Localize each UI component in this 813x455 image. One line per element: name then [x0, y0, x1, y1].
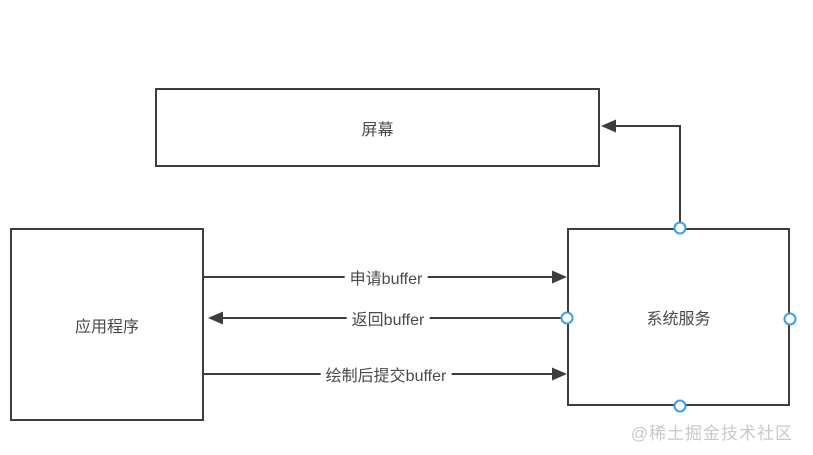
node-system-service-label: 系统服务 — [646, 311, 711, 328]
arrowhead-left-icon — [601, 119, 616, 133]
edge-label-commit-buffer[interactable]: 绘制后提交buffer — [320, 362, 452, 386]
node-application-label: 应用程序 — [74, 318, 139, 336]
arrowhead-right-icon — [552, 270, 567, 284]
arrowhead-left-icon — [208, 311, 223, 325]
connection-point-left-icon[interactable] — [560, 311, 574, 325]
arrowhead-right-icon — [552, 367, 567, 381]
edge-label-return-buffer[interactable]: 返回buffer — [346, 306, 430, 330]
watermark: @稀土掘金技术社区 — [630, 424, 793, 443]
node-screen[interactable]: 屏幕 — [155, 88, 600, 167]
edge-label-request-buffer[interactable]: 申请buffer — [344, 265, 428, 289]
node-screen-label: 屏幕 — [361, 121, 394, 139]
node-system-service[interactable]: 系统服务 — [567, 228, 790, 406]
edge-display-to-screen[interactable] — [601, 119, 681, 229]
node-application[interactable]: 应用程序 — [10, 228, 204, 421]
connection-point-bottom-icon[interactable] — [673, 399, 687, 413]
connection-point-top-icon[interactable] — [673, 221, 687, 235]
connection-point-right-icon[interactable] — [783, 312, 797, 326]
